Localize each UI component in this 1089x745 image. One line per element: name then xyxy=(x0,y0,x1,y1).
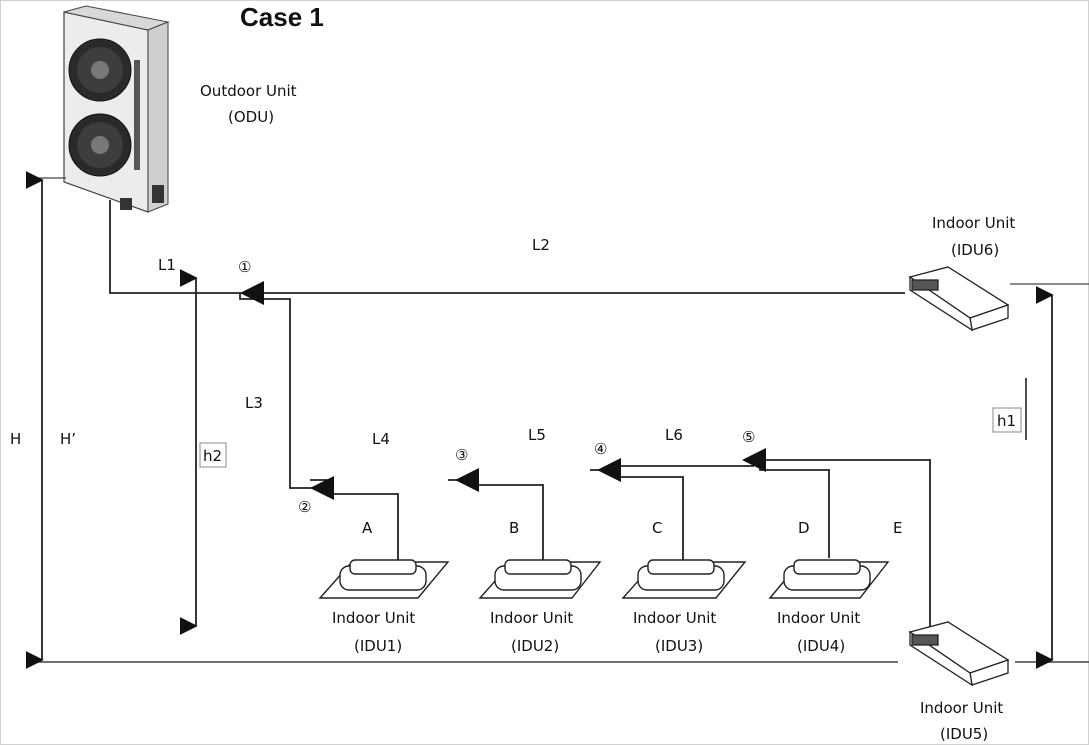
idu3-label-line1: Indoor Unit xyxy=(633,609,716,627)
branch-label-b: B xyxy=(509,519,519,537)
outdoor-unit-icon xyxy=(63,5,170,213)
idu4-label-line1: Indoor Unit xyxy=(777,609,860,627)
pipe-label-l3: L3 xyxy=(245,394,263,412)
idu6-label-line1: Indoor Unit xyxy=(932,214,1015,232)
joint-label-1: ① xyxy=(238,258,251,276)
branch-label-a: A xyxy=(362,519,373,537)
idu4-cassette-icon xyxy=(768,559,890,599)
pipe-label-l1: L1 xyxy=(158,256,176,274)
height-label-h1: h1 xyxy=(997,412,1016,430)
pipe-l3 xyxy=(239,293,320,489)
idu6-duct-icon xyxy=(908,266,1010,332)
joint-label-2: ② xyxy=(298,498,311,516)
pipe-c xyxy=(590,469,684,560)
odu-label-line2: (ODU) xyxy=(228,108,274,126)
h1-label-box xyxy=(992,407,1022,433)
pipe-label-l5: L5 xyxy=(528,426,546,444)
joint-arrow-3 xyxy=(455,468,479,492)
branch-label-e: E xyxy=(893,519,902,537)
idu5-duct-icon xyxy=(908,621,1010,687)
height-arrows xyxy=(25,171,1054,669)
idu6-label-line2: (IDU6) xyxy=(951,241,999,259)
idu1-label-line2: (IDU1) xyxy=(354,637,402,655)
branch-label-d: D xyxy=(798,519,810,537)
height-label-H: H xyxy=(10,430,21,448)
idu3-cassette-icon xyxy=(621,559,747,599)
branch-label-c: C xyxy=(652,519,662,537)
idu2-label-line1: Indoor Unit xyxy=(490,609,573,627)
odu-label-line1: Outdoor Unit xyxy=(200,82,297,100)
h2-label-box xyxy=(199,442,227,468)
joint-label-4: ④ xyxy=(594,440,607,458)
idu1-label-line1: Indoor Unit xyxy=(332,609,415,627)
idu5-label-line2: (IDU5) xyxy=(940,725,988,743)
joint-arrows xyxy=(240,281,766,500)
height-label-Hprime: H’ xyxy=(60,430,76,448)
joint-arrow-2 xyxy=(310,476,334,500)
joint-arrow-5 xyxy=(742,448,766,472)
pipe-label-l6: L6 xyxy=(665,426,683,444)
idu4-label-line2: (IDU4) xyxy=(797,637,845,655)
idu1-cassette-icon xyxy=(318,559,450,599)
diagram-title: Case 1 xyxy=(240,2,324,32)
idu2-cassette-icon xyxy=(478,559,602,599)
idu3-label-line2: (IDU3) xyxy=(655,637,703,655)
pipe-label-l2: L2 xyxy=(532,236,550,254)
idu5-label-line1: Indoor Unit xyxy=(920,699,1003,717)
joint-arrow-4 xyxy=(597,458,621,482)
idu2-label-line2: (IDU2) xyxy=(511,637,559,655)
pipe-b xyxy=(448,479,544,560)
piping xyxy=(109,200,931,640)
joint-label-5: ⑤ xyxy=(742,428,755,446)
pipe-e xyxy=(765,459,931,640)
height-label-h2: h2 xyxy=(203,447,222,465)
pipe-l1 xyxy=(109,200,905,294)
pipe-d-branch xyxy=(758,459,830,558)
joint-arrow-1 xyxy=(240,281,264,305)
joint-label-3: ③ xyxy=(455,446,468,464)
pipe-label-l4: L4 xyxy=(372,430,390,448)
